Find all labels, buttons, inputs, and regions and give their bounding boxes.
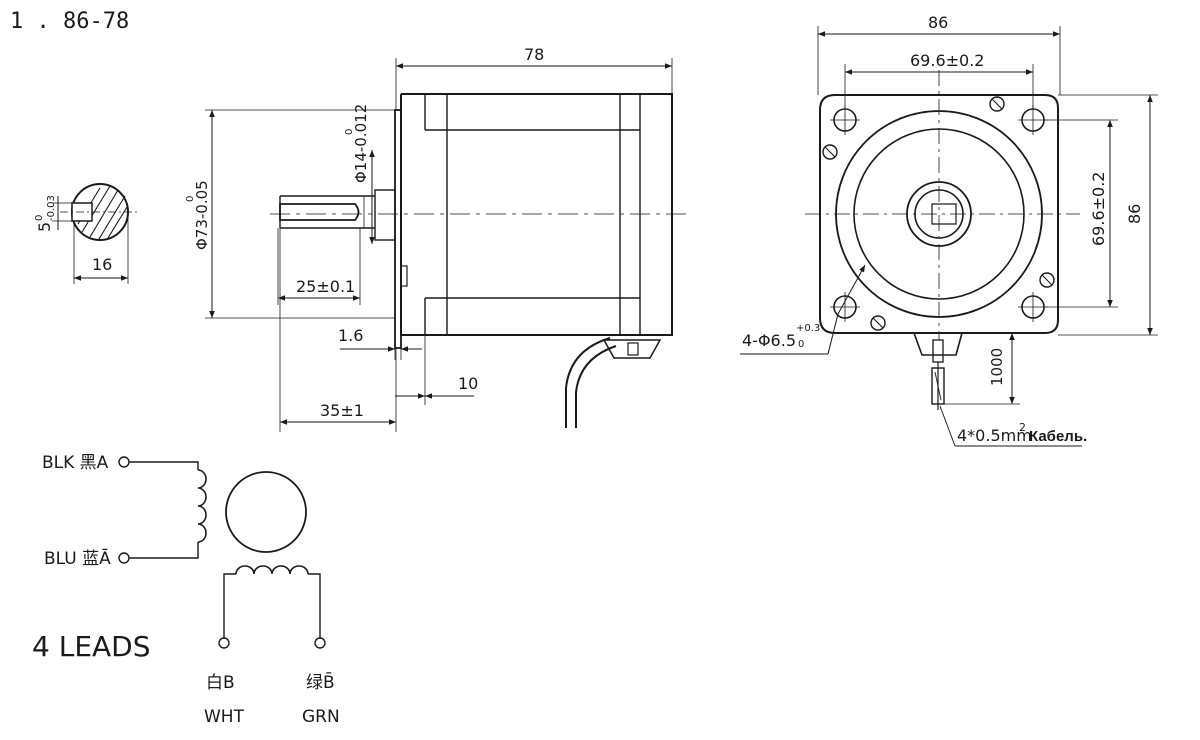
mounting-holes-label: 4-Φ6.5 <box>742 331 796 350</box>
wiring-diagram <box>118 456 326 649</box>
motor-front-view <box>740 26 1158 447</box>
drawing-title: 1 . 86-78 <box>10 9 129 34</box>
length-78-label: 78 <box>524 45 544 64</box>
front-width-label: 86 <box>928 13 948 32</box>
pilot-diameter-tol: 0 <box>185 196 196 202</box>
flat-length-label: 25±0.1 <box>296 277 355 296</box>
pilot-diameter-label: Φ73-0.05 <box>193 180 211 250</box>
hole-spacing-v-label: 69.6±0.2 <box>1089 172 1108 246</box>
shaft-diameter-tol: 0 <box>344 129 355 135</box>
cable-word-label: Кабель. <box>1029 428 1087 445</box>
key-depth-label: 5 <box>35 222 54 232</box>
shaft-length-label: 35±1 <box>320 401 364 420</box>
motor-side-view <box>205 58 690 432</box>
green-lead-label: GRN <box>302 707 340 727</box>
blk-lead-label: BLK 黑A <box>42 453 109 473</box>
shaft-cross-section <box>52 183 140 284</box>
front-height-label: 86 <box>1125 204 1144 224</box>
green-b-label: 绿B̄ <box>306 671 335 693</box>
mounting-holes-tol-lower: 0 <box>798 339 804 350</box>
key-depth-tol-upper: 0 <box>34 215 45 221</box>
hole-spacing-h-label: 69.6±0.2 <box>910 51 984 70</box>
cable-spec-superscript: 2 <box>1019 421 1026 434</box>
four-leads-label: 4 LEADS <box>32 630 151 663</box>
boss-length-label: 10 <box>458 374 478 393</box>
section-width-label: 16 <box>92 255 112 274</box>
white-lead-label: WHT <box>204 707 245 727</box>
white-b-label: 白B <box>206 673 235 693</box>
shaft-diameter-label: Φ14-0.012 <box>352 104 370 183</box>
flange-thickness-label: 1.6 <box>338 326 363 345</box>
cable-spec-label: 4*0.5mm <box>957 426 1032 445</box>
cable-length-label: 1000 <box>988 348 1006 386</box>
key-depth-tol-lower: -0.03 <box>46 195 57 221</box>
mounting-holes-tol-upper: +0.3 <box>796 323 820 334</box>
blu-lead-label: BLU 蓝Ā <box>44 547 111 569</box>
